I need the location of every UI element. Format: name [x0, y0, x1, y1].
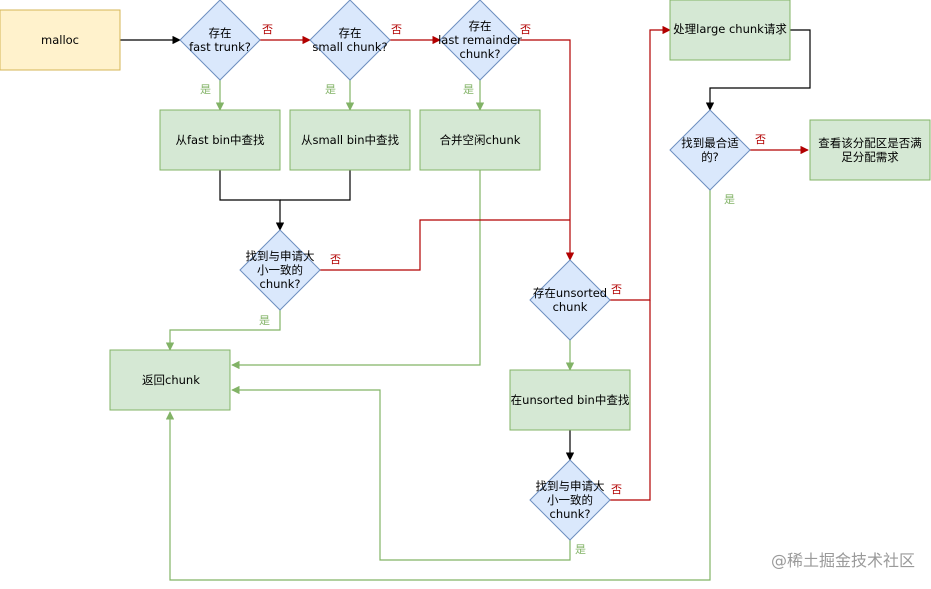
node-unsorted-shape	[529, 259, 611, 341]
edge-smallbin-to-found1	[280, 170, 351, 201]
edge-found2-yes-to-return	[231, 385, 571, 561]
node-fast-trunk-shape	[179, 0, 261, 81]
node-last-remainder-shape	[439, 0, 521, 81]
edge-found1-no-to-unsorted	[320, 219, 570, 271]
node-check-partition-shape	[809, 119, 931, 181]
edge-fastbin-to-found1	[219, 170, 285, 231]
edge-bestfit-yes-to-return	[165, 190, 711, 581]
node-large-shape	[669, 0, 791, 61]
node-found2-shape	[529, 459, 611, 541]
edge-merge-to-return	[231, 170, 481, 370]
edge-unsorted-no-to-large	[610, 25, 671, 301]
edge-remainder-no-to-unsorted	[520, 39, 575, 261]
edge-large-to-bestfit	[705, 29, 811, 111]
node-return-shape	[109, 349, 231, 411]
node-small-chunk-shape	[309, 0, 391, 81]
node-malloc-shape	[0, 9, 121, 71]
node-fast-bin-shape	[159, 109, 281, 171]
edge-found1-yes-to-return	[165, 310, 281, 351]
node-unsorted-bin-shape	[509, 369, 631, 431]
node-merge-shape	[419, 109, 541, 171]
node-found1-shape	[239, 229, 321, 311]
edge-found2-no-to-large	[610, 300, 651, 501]
node-small-bin-shape	[289, 109, 411, 171]
node-best-fit-shape	[669, 109, 751, 191]
watermark: @稀土掘金技术社区	[770, 551, 915, 570]
